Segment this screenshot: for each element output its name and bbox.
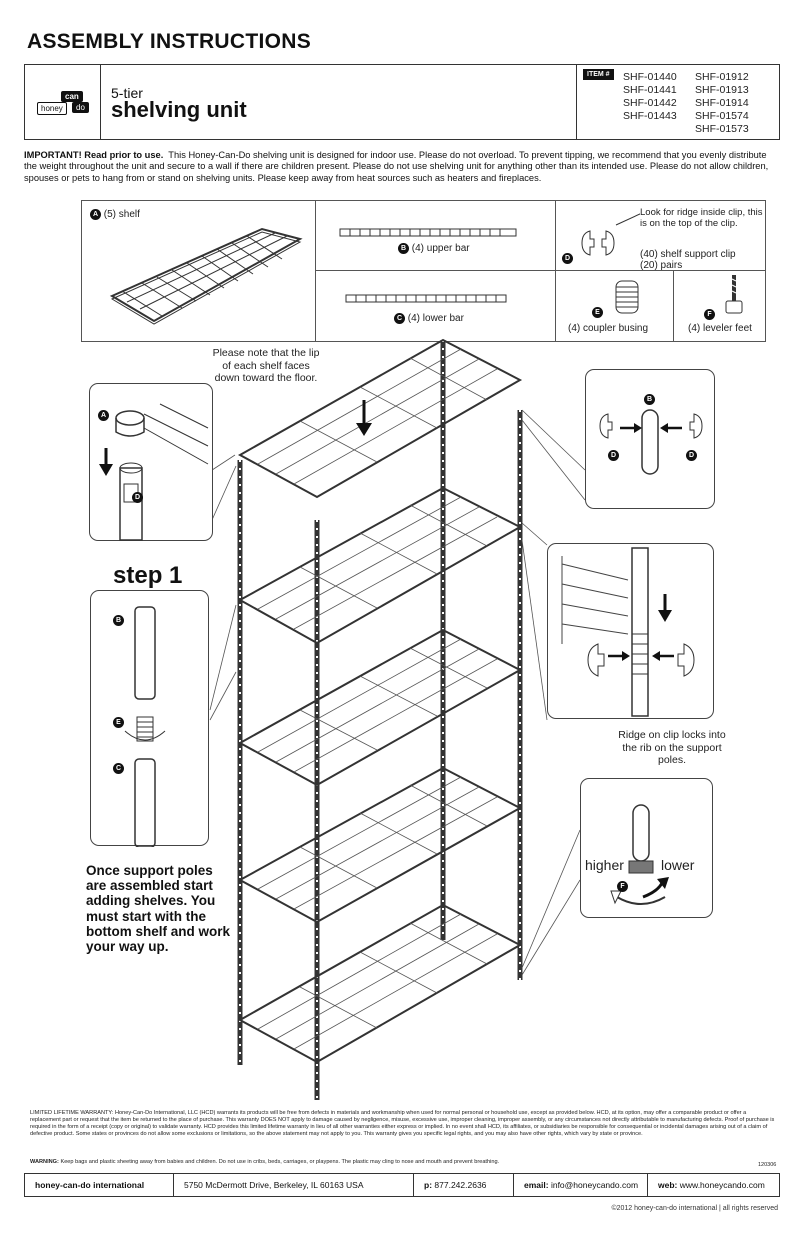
logo-can: can: [61, 91, 83, 102]
ridge-detail: [561, 547, 695, 717]
item-number: SHF-01914: [695, 97, 749, 109]
badge-a: A: [90, 209, 101, 220]
warranty-text: LIMITED LIFETIME WARRANTY: Honey-Can-Do …: [30, 1110, 775, 1137]
logo-honey: honey: [37, 102, 67, 115]
footer-email[interactable]: email: info@honeycando.com: [513, 1174, 647, 1196]
item-number: SHF-01912: [695, 71, 749, 83]
parts-list: A (5) shelf B (4) upper bar: [81, 200, 766, 342]
item-number: SHF-01913: [695, 84, 749, 96]
warning-body: Keep bags and plastic sheeting away from…: [60, 1159, 500, 1165]
item-number: SHF-01441: [623, 84, 677, 96]
footer: honey-can-do international 5750 McDermot…: [24, 1173, 780, 1197]
warning-text: WARNING: Keep bags and plastic sheeting …: [30, 1159, 499, 1165]
phone-value: 877.242.2636: [434, 1180, 487, 1190]
badge-e: E: [592, 307, 603, 318]
phone-label: p:: [424, 1180, 433, 1190]
page-title: ASSEMBLY INSTRUCTIONS: [27, 30, 312, 53]
part-lower-bar: C (4) lower bar: [316, 271, 556, 341]
product-header: can honey do 5-tier shelving unit ITEM #…: [24, 64, 780, 140]
part-leveler-label: (4) leveler feet: [688, 323, 752, 334]
item-number: SHF-01442: [623, 97, 677, 109]
item-number: SHF-01574: [695, 110, 749, 122]
part-coupler-label: (4) coupler busing: [568, 323, 649, 334]
badge-d-callout: D: [132, 492, 143, 503]
badge-f: F: [704, 309, 715, 320]
footer-address: 5750 McDermott Drive, Berkeley, IL 60163…: [173, 1174, 413, 1196]
higher-label: higher: [585, 857, 624, 873]
copyright: ©2012 honey-can-do international | all r…: [611, 1205, 778, 1212]
step-title: step 1: [113, 562, 183, 589]
product-name: shelving unit: [111, 97, 247, 122]
callout-pole-assembly: B E C: [90, 590, 209, 847]
part-lower-bar-label: (4) lower bar: [407, 313, 464, 325]
clip-pole-detail: [599, 409, 703, 475]
shelf-drawing: [109, 227, 303, 325]
brand-logo: can honey do: [25, 65, 101, 139]
badge-d-right: D: [686, 450, 697, 461]
document-code: 120306: [758, 1162, 777, 1168]
product-tier: 5-tier: [111, 85, 143, 101]
web-value[interactable]: www.honeycando.com: [679, 1180, 765, 1190]
important-lead: IMPORTANT! Read prior to use.: [24, 150, 164, 160]
callout-leveler: higher lower F: [580, 778, 713, 918]
email-value[interactable]: info@honeycando.com: [550, 1180, 639, 1190]
item-list-1: SHF-01440 SHF-01441 SHF-01442 SHF-01443: [623, 71, 677, 123]
lower-bar-drawing: [345, 294, 507, 303]
badge-b-step: B: [113, 615, 124, 626]
footer-web[interactable]: web: www.honeycando.com: [647, 1174, 779, 1196]
badge-d: D: [562, 253, 573, 264]
part-coupler: E (4) coupler busing: [556, 271, 674, 341]
part-upper-bar-label: (4) upper bar: [411, 243, 470, 255]
footer-company: honey-can-do international: [35, 1180, 145, 1190]
item-list-2: SHF-01912 SHF-01913 SHF-01914 SHF-01574 …: [695, 71, 749, 136]
important-body: This Honey-Can-Do shelving unit is desig…: [24, 150, 769, 183]
badge-d-left: D: [608, 450, 619, 461]
important-notice: IMPORTANT! Read prior to use. This Honey…: [24, 150, 780, 184]
logo-do: do: [72, 102, 89, 113]
lip-note: Please note that the lip of each shelf f…: [212, 347, 320, 384]
leveler-detail: [610, 804, 669, 905]
part-shelf-label: (5) shelf: [103, 209, 140, 221]
badge-c: C: [394, 313, 405, 324]
item-number: SHF-01443: [623, 110, 677, 122]
warning-label: WARNING:: [30, 1159, 59, 1165]
leveler-drawing: [725, 275, 743, 314]
part-clip-label: (40) shelf support clip: [640, 249, 736, 260]
upper-bar-drawing: [339, 228, 517, 237]
footer-phone: p: 877.242.2636: [413, 1174, 513, 1196]
callout-clips: B D D: [585, 369, 715, 509]
part-leveler: F (4) leveler feet: [674, 271, 765, 341]
item-tag: ITEM #: [583, 69, 614, 80]
badge-c-step: C: [113, 763, 124, 774]
callout-ridge: [547, 543, 714, 719]
part-clip: Look for ridge inside clip, this is on t…: [556, 201, 765, 271]
callout-shelf-lip: A D: [89, 383, 213, 541]
coupler-drawing: [615, 280, 639, 314]
part-shelf: A (5) shelf: [82, 201, 316, 341]
badge-e-step: E: [113, 717, 124, 728]
shelf-clip-detail: [99, 403, 209, 541]
badge-b-clip-callout: B: [644, 394, 655, 405]
lower-label: lower: [661, 857, 695, 873]
web-label: web:: [658, 1180, 678, 1190]
step-instructions: Once support poles are assembled start a…: [86, 863, 231, 955]
ridge-note: Ridge on clip locks into the rib on the …: [618, 729, 726, 766]
part-upper-bar: B (4) upper bar: [316, 201, 556, 271]
badge-f-callout: F: [617, 881, 628, 892]
clip-drawing: [581, 213, 640, 256]
item-number: SHF-01440: [623, 71, 677, 83]
badge-b: B: [398, 243, 409, 254]
item-numbers: ITEM # SHF-01440 SHF-01441 SHF-01442 SHF…: [576, 65, 780, 139]
item-number: SHF-01573: [695, 123, 749, 135]
pole-assembly-detail: [124, 606, 166, 847]
email-label: email:: [524, 1180, 549, 1190]
part-clip-pairs: (20) pairs: [640, 260, 683, 271]
clip-ridge-note: Look for ridge inside clip, this is on t…: [640, 207, 763, 229]
badge-a-callout: A: [98, 410, 109, 421]
